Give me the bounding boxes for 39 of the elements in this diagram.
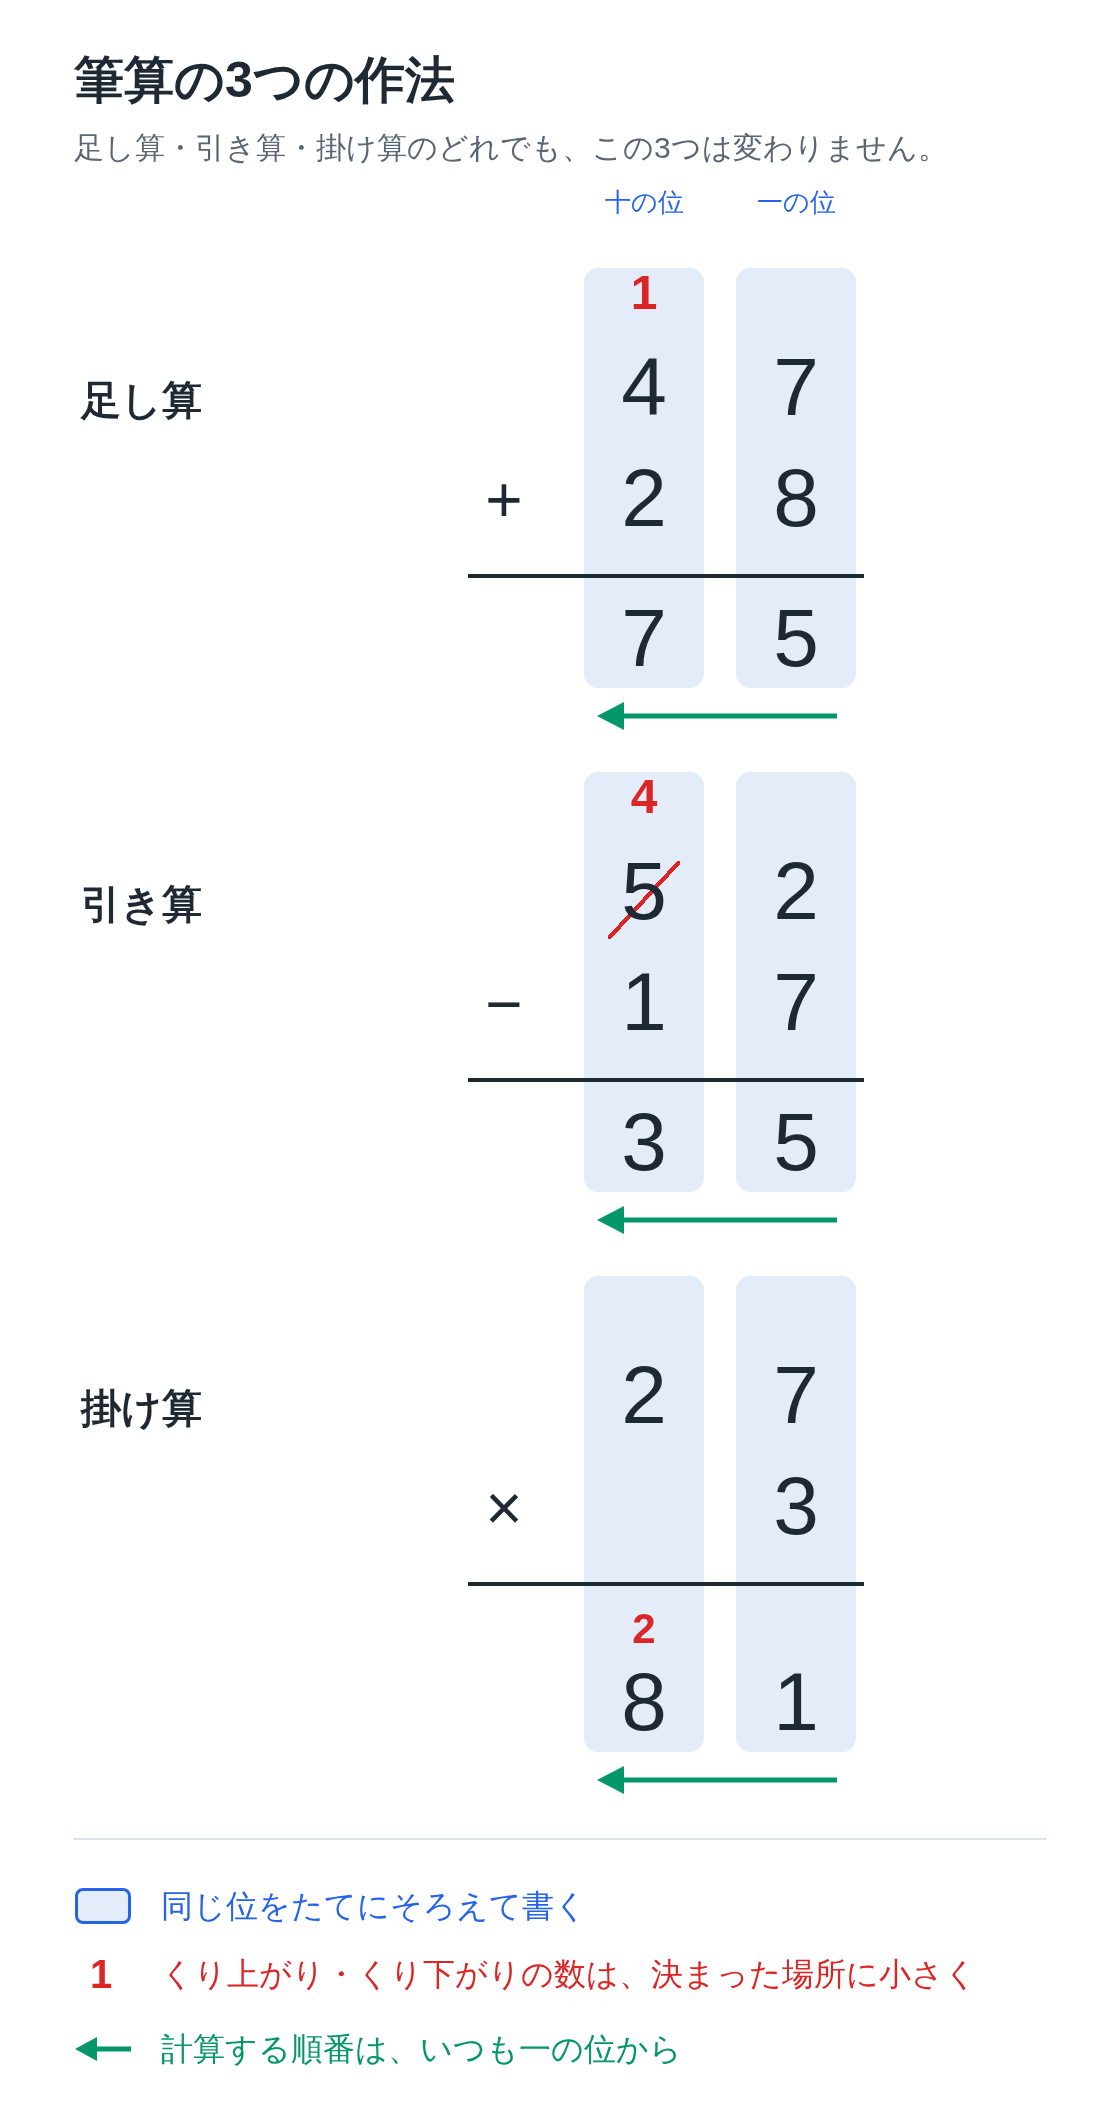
operator-sign: + [485,468,523,532]
operator-sign: × [485,1476,523,1540]
operation-name: 掛け算 [81,1385,202,1432]
place-value-column [736,1276,856,1752]
operation-name: 引き算 [81,881,202,928]
carry-digit: 4 [630,773,658,821]
legend-text: 計算する順番は、いつも一の位から [161,2030,682,2069]
place-value-column [584,268,704,688]
legend-sample-digit: 1 [89,1954,113,1994]
operator-sign: − [485,972,523,1036]
column-header: 十の位 [604,186,684,218]
digit: 7 [773,961,819,1043]
subtitle: 足し算・引き算・掛け算のどれでも、この3つは変わりません。 [74,130,948,166]
digit: 3 [621,1101,667,1183]
column-header: 一の位 [756,186,836,218]
operation-name: 足し算 [81,377,202,424]
place-value-column [736,772,856,1192]
digit: 7 [621,597,667,679]
digit: 2 [621,1354,667,1436]
place-value-column [736,268,856,688]
title: 筆算の3つの作法 [74,51,455,110]
legend-text: 同じ位をたてにそろえて書く [161,1887,587,1926]
place-value-column [584,772,704,1192]
digit: 7 [773,346,819,428]
digit: 3 [773,1465,819,1547]
digit: 2 [773,850,819,932]
digit: 5 [773,597,819,679]
digit: 1 [621,961,667,1043]
carry-digit: 1 [630,269,658,317]
digit: 2 [621,457,667,539]
digit: 5 [773,1101,819,1183]
digit: 8 [773,457,819,539]
digit: 1 [773,1661,819,1743]
digit: 8 [621,1661,667,1743]
legend-text: くり上がり・くり下がりの数は、決まった場所に小さく [161,1955,977,1994]
digit: 7 [773,1354,819,1436]
place-value-column [584,1276,704,1752]
carry-digit: 2 [632,1608,656,1650]
digit: 4 [621,346,667,428]
